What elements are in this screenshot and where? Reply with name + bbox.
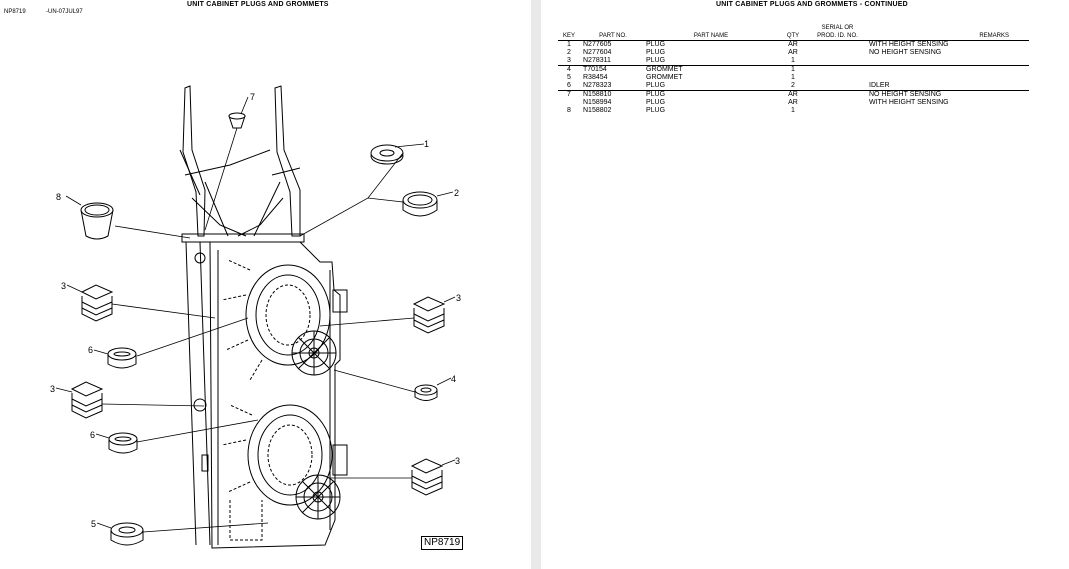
row-key: 8: [567, 107, 571, 114]
row-part-name: GROMMET: [646, 74, 683, 81]
row-remarks: WITH HEIGHT SENSING: [869, 41, 949, 48]
row-serial: [810, 82, 865, 91]
row-qty: AR: [788, 41, 798, 48]
table-row: 1 N277605 PLUG AR WITH HEIGHT SENSING: [558, 41, 1029, 49]
row-qty: 1: [776, 65, 810, 74]
callout-3b: 3: [456, 293, 461, 303]
row-part-no: R38454: [583, 74, 608, 81]
row-part-no: N278311: [583, 57, 611, 64]
row-part-no: N158802: [583, 107, 612, 114]
table-row: 5 R38454 GROMMET 1: [558, 74, 1029, 82]
callout-3d: 3: [455, 456, 460, 466]
row-key: [558, 99, 580, 107]
table-row: 6 N278323 PLUG 2 IDLER: [558, 82, 1029, 91]
row-part-no: N158994: [583, 99, 612, 106]
row-qty: AR: [788, 49, 798, 56]
row-part-no: T70154: [580, 65, 643, 74]
row-part-no: N277605: [583, 41, 612, 48]
callout-5: 5: [91, 519, 96, 529]
illustration-code: NP8719: [4, 9, 26, 15]
callout-3c: 3: [50, 384, 55, 394]
col-part-no-header: PART NO.: [599, 33, 627, 39]
row-remarks: NO HEIGHT SENSING: [865, 90, 1029, 99]
row-serial: [810, 49, 865, 57]
row-key: 5: [567, 74, 571, 81]
row-qty: 1: [791, 107, 795, 114]
row-part-name: PLUG: [646, 49, 666, 56]
callout-7: 7: [250, 92, 255, 102]
page-title-continued: UNIT CABINET PLUGS AND GROMMETS - CONTIN…: [716, 1, 908, 8]
table-row: 8 N158802 PLUG 1: [558, 107, 1029, 115]
row-part-name: PLUG: [646, 107, 666, 114]
row-part-name: GROMMET: [643, 65, 776, 74]
left-page: UNIT CABINET PLUGS AND GROMMETS NP8719 -…: [0, 0, 531, 569]
row-serial: [810, 99, 865, 107]
callout-8: 8: [56, 192, 61, 202]
row-qty: 1: [791, 57, 795, 64]
row-serial: [810, 57, 865, 66]
serial-header-line2: PROD. ID. NO.: [817, 33, 858, 39]
col-serial-header: SERIAL OR PROD. ID. NO.: [810, 23, 865, 41]
right-page: UNIT CABINET PLUGS AND GROMMETS - CONTIN…: [541, 0, 1069, 569]
row-serial: [810, 90, 865, 99]
row-remarks: NO HEIGHT SENSING: [869, 49, 942, 56]
row-remarks: [865, 57, 1029, 66]
row-key: 2: [567, 49, 571, 56]
exploded-parts-diagram: 1 2 3 3 3 3 4 5 6 6 7 8: [50, 85, 461, 549]
page-divider: [531, 0, 541, 569]
row-serial: [810, 41, 865, 49]
row-key: 1: [567, 41, 571, 48]
col-remarks-header: REMARKS: [979, 33, 1009, 39]
callout-1: 1: [424, 139, 429, 149]
table-row: N158994 PLUG AR WITH HEIGHT SENSING: [558, 99, 1029, 107]
callout-6a: 6: [88, 345, 93, 355]
row-key: 7: [558, 90, 580, 99]
callout-4: 4: [451, 374, 456, 384]
col-part-name-header: PART NAME: [693, 33, 729, 39]
callout-6b: 6: [90, 430, 95, 440]
table-row: 3 N278311 PLUG 1: [558, 57, 1029, 66]
row-part-name: PLUG: [643, 90, 776, 99]
row-qty: AR: [788, 99, 798, 106]
row-qty: 1: [791, 74, 795, 81]
row-serial: [810, 107, 865, 115]
row-remarks: [865, 65, 1029, 74]
row-part-name: PLUG: [646, 57, 666, 64]
row-remarks: [865, 107, 1029, 115]
figure-label: NP8719: [421, 536, 464, 550]
row-serial: [810, 65, 865, 74]
serial-header-line1: SERIAL OR: [821, 25, 854, 31]
page-title: UNIT CABINET PLUGS AND GROMMETS: [187, 1, 329, 8]
row-part-name: PLUG: [646, 82, 666, 89]
row-part-no: N278323: [583, 82, 612, 89]
parts-table: KEY PART NO. PART NAME QTY SERIAL OR PROD…: [558, 23, 1029, 115]
row-key: 6: [567, 82, 571, 89]
table-row: 4 T70154 GROMMET 1: [558, 65, 1029, 74]
row-remarks: IDLER: [869, 82, 890, 89]
table-row: 7 N158810 PLUG AR NO HEIGHT SENSING: [558, 90, 1029, 99]
col-qty-header: QTY: [786, 33, 800, 39]
row-part-name: PLUG: [646, 99, 666, 106]
row-part-no: N158810: [580, 90, 643, 99]
row-qty: 2: [791, 82, 795, 89]
row-part-name: PLUG: [646, 41, 666, 48]
row-key: 4: [558, 65, 580, 74]
col-key-header: KEY: [562, 33, 575, 39]
row-key: 3: [567, 57, 571, 64]
row-remarks: [865, 74, 1029, 82]
row-part-no: N277604: [583, 49, 612, 56]
callout-2: 2: [454, 188, 459, 198]
row-remarks: WITH HEIGHT SENSING: [869, 99, 949, 106]
row-serial: [810, 74, 865, 82]
table-row: 2 N277604 PLUG AR NO HEIGHT SENSING: [558, 49, 1029, 57]
callout-3a: 3: [61, 281, 66, 291]
illustration-date-code: -UN-07JUL97: [46, 9, 83, 15]
row-qty: AR: [776, 90, 810, 99]
